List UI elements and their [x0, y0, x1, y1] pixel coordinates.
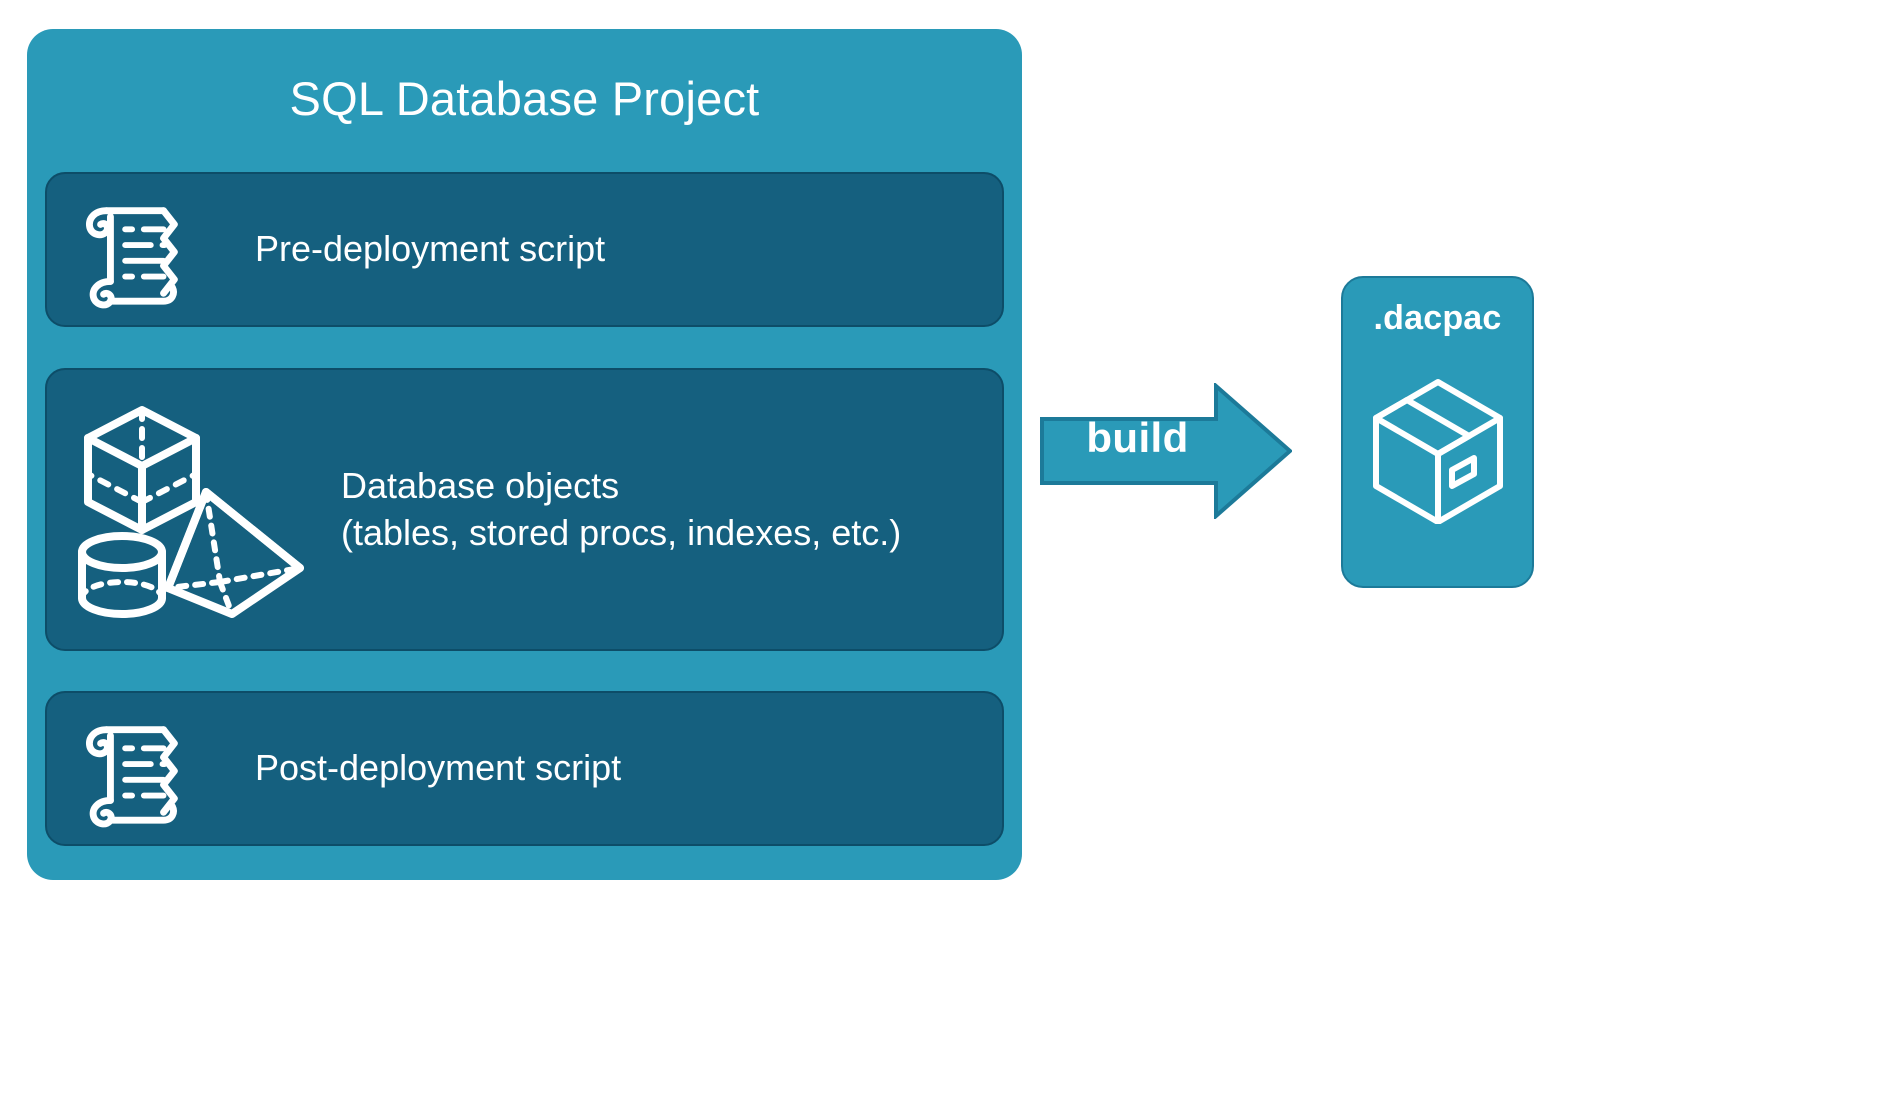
page-title: SQL Database Project: [289, 72, 760, 125]
panel-post-deployment[interactable]: Post-deployment script: [45, 691, 1004, 846]
panel-label-pre-deployment: Pre-deployment script: [255, 228, 606, 270]
panel-label-database-objects: Database objects (tables, stored procs, …: [341, 465, 902, 553]
dacpac-title: .dacpac: [1373, 299, 1502, 337]
package-box-icon: [1368, 374, 1508, 525]
shapes-icon: [57, 392, 325, 627]
panel-pre-deployment[interactable]: Pre-deployment script: [45, 172, 1004, 327]
scroll-icon: [61, 191, 211, 309]
right-arrow-icon: [1040, 381, 1294, 521]
panel-database-objects[interactable]: Database objects (tables, stored procs, …: [45, 368, 1004, 651]
sql-database-project-card: SQL Database Project: [27, 29, 1022, 880]
dacpac-output-card[interactable]: .dacpac: [1341, 276, 1534, 588]
panel-label-post-deployment: Post-deployment script: [255, 747, 622, 789]
scroll-icon: [61, 710, 211, 828]
